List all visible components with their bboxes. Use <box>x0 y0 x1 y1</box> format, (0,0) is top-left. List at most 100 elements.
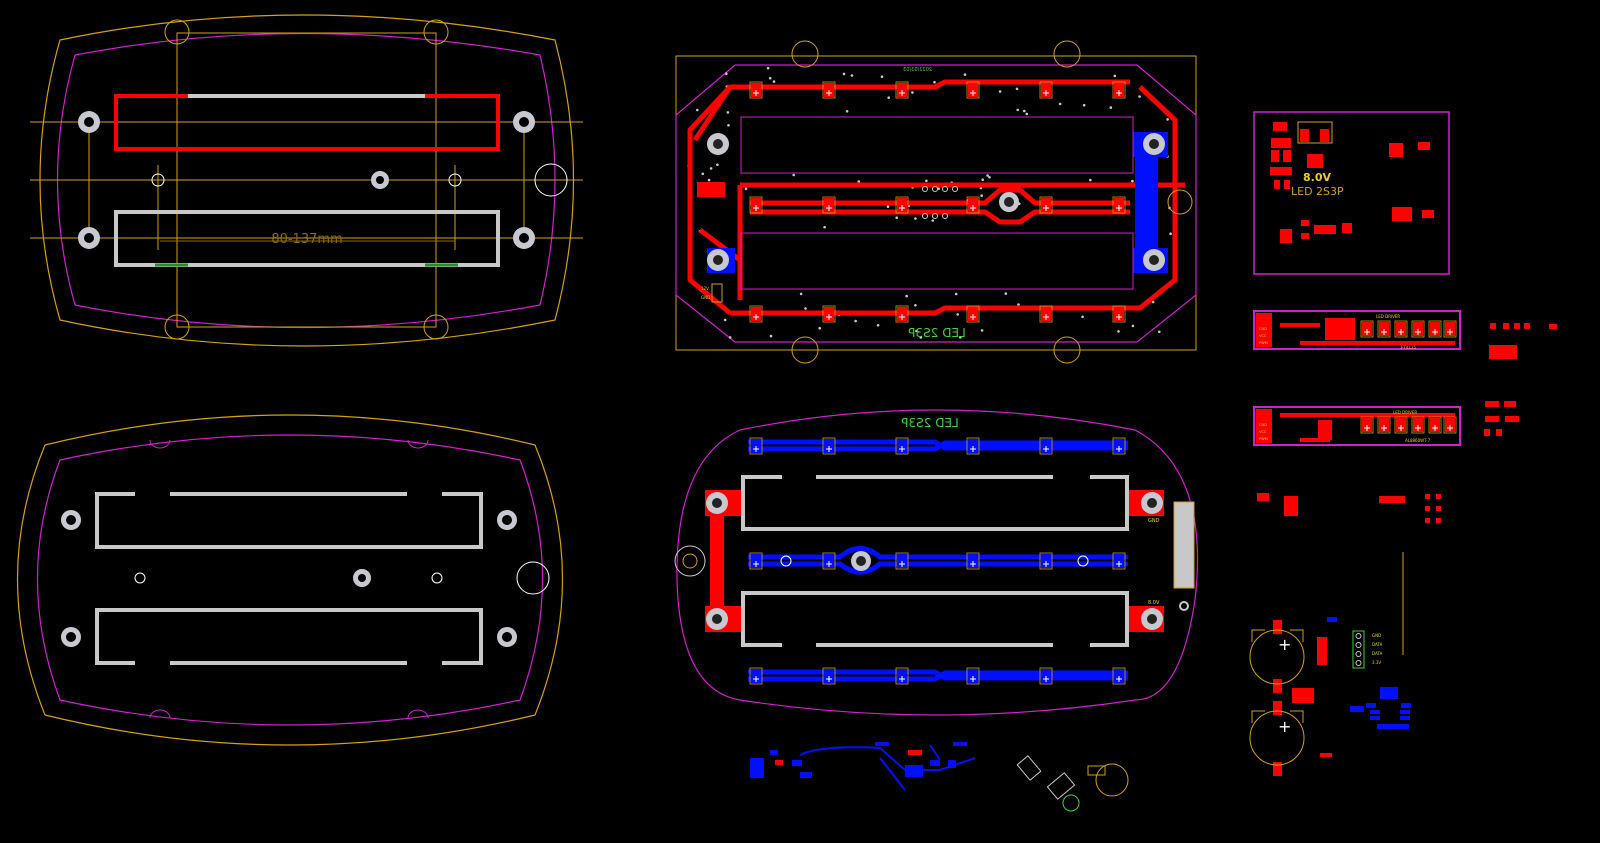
led-footprint <box>749 81 763 99</box>
via <box>998 90 1002 93</box>
board-title-mirrored: LED 2S3P <box>908 326 965 340</box>
battery-clips <box>1249 629 1305 766</box>
led-footprint <box>1112 81 1126 99</box>
via <box>925 179 928 183</box>
led-footprint <box>895 437 909 455</box>
via <box>804 307 807 310</box>
via <box>723 318 727 322</box>
pad-label-8v: 8.0V <box>1148 600 1160 606</box>
header-pin-gnd: GND <box>1372 633 1381 638</box>
led-footprint <box>895 667 909 685</box>
button-footprint[interactable] <box>674 545 706 577</box>
driver1-pin-gnd: GND <box>1259 327 1267 331</box>
via <box>850 74 854 77</box>
led-footprint <box>895 81 909 99</box>
via <box>963 73 967 76</box>
led-footprint <box>822 196 836 214</box>
led-footprint <box>1112 196 1126 214</box>
via <box>1015 87 1019 91</box>
via <box>823 225 826 229</box>
via <box>1023 109 1026 113</box>
led-footprint <box>749 196 763 214</box>
driver1-pin-pwm: PWM <box>1259 341 1268 345</box>
via <box>933 80 936 84</box>
via <box>1131 324 1135 328</box>
driver1-part: PT4115 <box>1401 345 1416 350</box>
via <box>911 91 914 94</box>
via <box>768 76 772 80</box>
via <box>986 174 989 177</box>
via <box>769 334 773 338</box>
via <box>696 108 699 112</box>
via <box>905 294 908 298</box>
via <box>727 124 730 127</box>
sensor-header[interactable]: GND DATA DATA 3.3V <box>1352 630 1383 669</box>
bottom-led-array <box>749 437 1126 685</box>
led-footprint <box>822 305 836 323</box>
via <box>854 319 857 323</box>
via <box>1109 106 1113 109</box>
module-title: LED 2S3P <box>1291 185 1344 198</box>
via <box>1158 330 1161 334</box>
via <box>842 72 846 76</box>
via <box>1004 292 1008 295</box>
led-footprint <box>749 305 763 323</box>
via <box>981 178 984 181</box>
driver2-pin-vcc: VCC <box>1259 430 1267 434</box>
driver-led <box>1377 320 1391 338</box>
led-footprint <box>966 196 980 214</box>
via <box>1169 232 1172 235</box>
driver-led <box>1428 320 1442 338</box>
via <box>956 313 959 316</box>
power-module[interactable]: 8.0V LED 2S3P <box>1253 111 1450 275</box>
via <box>709 167 713 170</box>
header-pin-data-2: DATA <box>1372 651 1383 656</box>
driver-led <box>1360 320 1374 338</box>
via <box>1016 108 1019 112</box>
battery-holder-outline-bottom <box>114 210 500 267</box>
driver-board-1[interactable]: LED DRIVER PT4115 GND VCC PWM <box>1253 310 1461 350</box>
via <box>799 292 803 296</box>
via <box>980 329 984 332</box>
via <box>1025 112 1029 116</box>
via <box>772 80 776 83</box>
led-footprint <box>966 667 980 685</box>
pad-label-gnd: GND <box>1148 518 1160 524</box>
via <box>880 75 884 78</box>
driver-board-2[interactable]: LED DRIVER AL8860WT-7 GND VCC PWM <box>1253 406 1461 446</box>
via <box>1117 330 1120 333</box>
via <box>980 194 983 197</box>
led-footprint <box>1039 437 1053 455</box>
driver-led <box>1394 416 1408 434</box>
via <box>919 336 923 339</box>
driver2-part: AL8860WT-7 <box>1405 438 1431 443</box>
led-footprint <box>895 305 909 323</box>
led-footprint <box>1039 81 1053 99</box>
led-footprint <box>966 81 980 99</box>
via <box>959 336 962 339</box>
via <box>857 180 861 183</box>
led-footprint <box>822 667 836 685</box>
led-array <box>749 81 1126 323</box>
via <box>1131 179 1134 183</box>
via <box>707 178 711 182</box>
via <box>1017 303 1020 306</box>
mcu-footprint <box>1327 617 1411 729</box>
driver2-title: LED DRIVER <box>1393 410 1417 415</box>
led-footprint <box>749 437 763 455</box>
via <box>1166 118 1169 121</box>
switch-footprint[interactable] <box>1167 189 1193 215</box>
power-connector[interactable] <box>711 283 723 303</box>
board-date: 2022/03/03 <box>903 67 932 73</box>
led-footprint <box>1039 196 1053 214</box>
driver-led <box>1411 416 1425 434</box>
led-footprint <box>1039 305 1053 323</box>
bottom-led-board[interactable]: LED 2S3P GND 8.0V <box>674 409 1198 716</box>
via <box>725 72 728 75</box>
led-footprint <box>1112 305 1126 323</box>
led-footprint <box>749 667 763 685</box>
main-led-board[interactable]: 2022/03/03 LED 2S3P 12V GND <box>675 40 1197 364</box>
via <box>1113 74 1117 78</box>
led-footprint <box>1039 667 1053 685</box>
